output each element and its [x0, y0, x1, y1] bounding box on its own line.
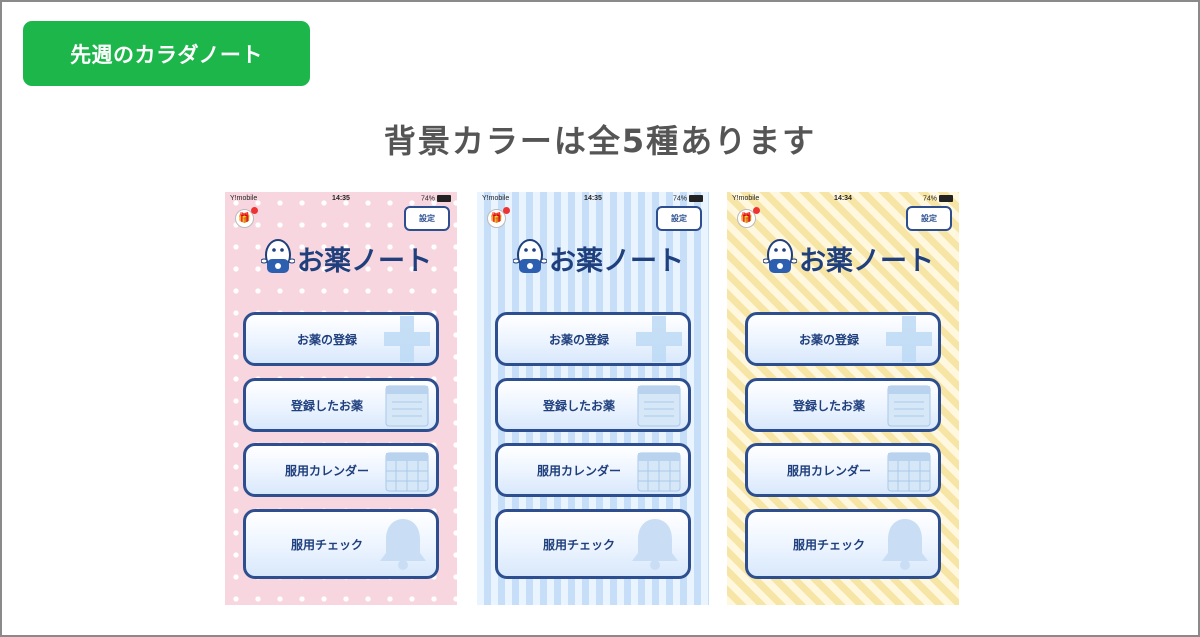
registered-medicine-button[interactable]: 登録したお薬	[495, 378, 691, 432]
medical-cross-icon	[384, 316, 430, 362]
clock-label: 14:34	[834, 195, 852, 202]
medication-check-button[interactable]: 服用チェック	[243, 509, 439, 579]
registered-medicine-button[interactable]: 登録したお薬	[745, 378, 941, 432]
battery-label: 74%	[420, 195, 435, 203]
status-bar: Y!mobile 14:35 74%	[477, 194, 709, 206]
carrier-label: Y!mobile	[482, 195, 510, 202]
status-bar: Y!mobile 14:35 74%	[225, 194, 457, 206]
medication-check-label: 服用チェック	[290, 537, 363, 552]
settings-button[interactable]: 設定	[404, 206, 450, 231]
medication-check-label: 服用チェック	[792, 537, 865, 552]
app-title: お薬ノート	[297, 246, 432, 277]
registered-medicine-label: 登録したお薬	[290, 398, 363, 413]
battery-icon	[939, 195, 953, 202]
registered-medicine-label: 登録したお薬	[792, 398, 865, 413]
clock-label: 14:35	[584, 195, 602, 202]
medication-calendar-button[interactable]: 服用カレンダー	[745, 443, 941, 497]
medication-check-label: 服用チェック	[542, 537, 615, 552]
medication-calendar-button[interactable]: 服用カレンダー	[243, 443, 439, 497]
gift-icon[interactable]: 🎁	[487, 209, 506, 228]
slide-headline: 背景カラーは全5種あります	[383, 122, 817, 160]
mascot-icon	[763, 239, 797, 273]
clock-label: 14:35	[332, 195, 350, 202]
settings-button[interactable]: 設定	[906, 206, 952, 231]
register-medicine-label: お薬の登録	[798, 332, 859, 347]
register-medicine-label: お薬の登録	[296, 332, 357, 347]
gift-icon[interactable]: 🎁	[737, 209, 756, 228]
register-medicine-label: お薬の登録	[548, 332, 609, 347]
status-bar: Y!mobile 14:34 74%	[727, 194, 959, 206]
registered-medicine-button[interactable]: 登録したお薬	[243, 378, 439, 432]
mascot-icon	[513, 239, 547, 273]
phone-screenshot-yellow: Y!mobile 14:34 74% 🎁 設定 お薬ノート お薬の登録 登録した…	[727, 192, 959, 605]
medical-cross-icon	[886, 316, 932, 362]
phone-screenshot-pink: Y!mobile 14:35 74% 🎁 設定 お薬ノート お薬の登録 登録した…	[225, 192, 457, 605]
notepad-icon	[887, 385, 931, 427]
medical-cross-icon	[636, 316, 682, 362]
battery-icon	[437, 195, 451, 202]
registered-medicine-label: 登録したお薬	[542, 398, 615, 413]
battery-label: 74%	[672, 195, 687, 203]
medication-calendar-label: 服用カレンダー	[786, 463, 871, 478]
medication-calendar-label: 服用カレンダー	[284, 463, 369, 478]
bell-icon	[632, 519, 678, 570]
medication-calendar-button[interactable]: 服用カレンダー	[495, 443, 691, 497]
register-medicine-button[interactable]: お薬の登録	[243, 312, 439, 366]
notification-dot-icon	[753, 207, 760, 214]
calendar-icon	[385, 452, 429, 492]
calendar-icon	[637, 452, 681, 492]
gift-icon[interactable]: 🎁	[235, 209, 254, 228]
section-badge: 先週のカラダノート	[23, 21, 310, 86]
carrier-label: Y!mobile	[230, 195, 258, 202]
app-title: お薬ノート	[549, 246, 684, 277]
battery-indicator: 74%	[421, 195, 451, 202]
register-medicine-button[interactable]: お薬の登録	[495, 312, 691, 366]
medication-check-button[interactable]: 服用チェック	[745, 509, 941, 579]
app-title: お薬ノート	[799, 246, 934, 277]
phone-screenshot-blue: Y!mobile 14:35 74% 🎁 設定 お薬ノート お薬の登録 登録した…	[477, 192, 709, 605]
mascot-icon	[261, 239, 295, 273]
battery-indicator: 74%	[923, 195, 953, 202]
medication-check-button[interactable]: 服用チェック	[495, 509, 691, 579]
battery-label: 74%	[922, 195, 937, 203]
register-medicine-button[interactable]: お薬の登録	[745, 312, 941, 366]
notepad-icon	[637, 385, 681, 427]
bell-icon	[380, 519, 426, 570]
notepad-icon	[385, 385, 429, 427]
medication-calendar-label: 服用カレンダー	[536, 463, 621, 478]
battery-indicator: 74%	[673, 195, 703, 202]
bell-icon	[882, 519, 928, 570]
calendar-icon	[887, 452, 931, 492]
battery-icon	[689, 195, 703, 202]
notification-dot-icon	[251, 207, 258, 214]
notification-dot-icon	[503, 207, 510, 214]
settings-button[interactable]: 設定	[656, 206, 702, 231]
carrier-label: Y!mobile	[732, 195, 760, 202]
